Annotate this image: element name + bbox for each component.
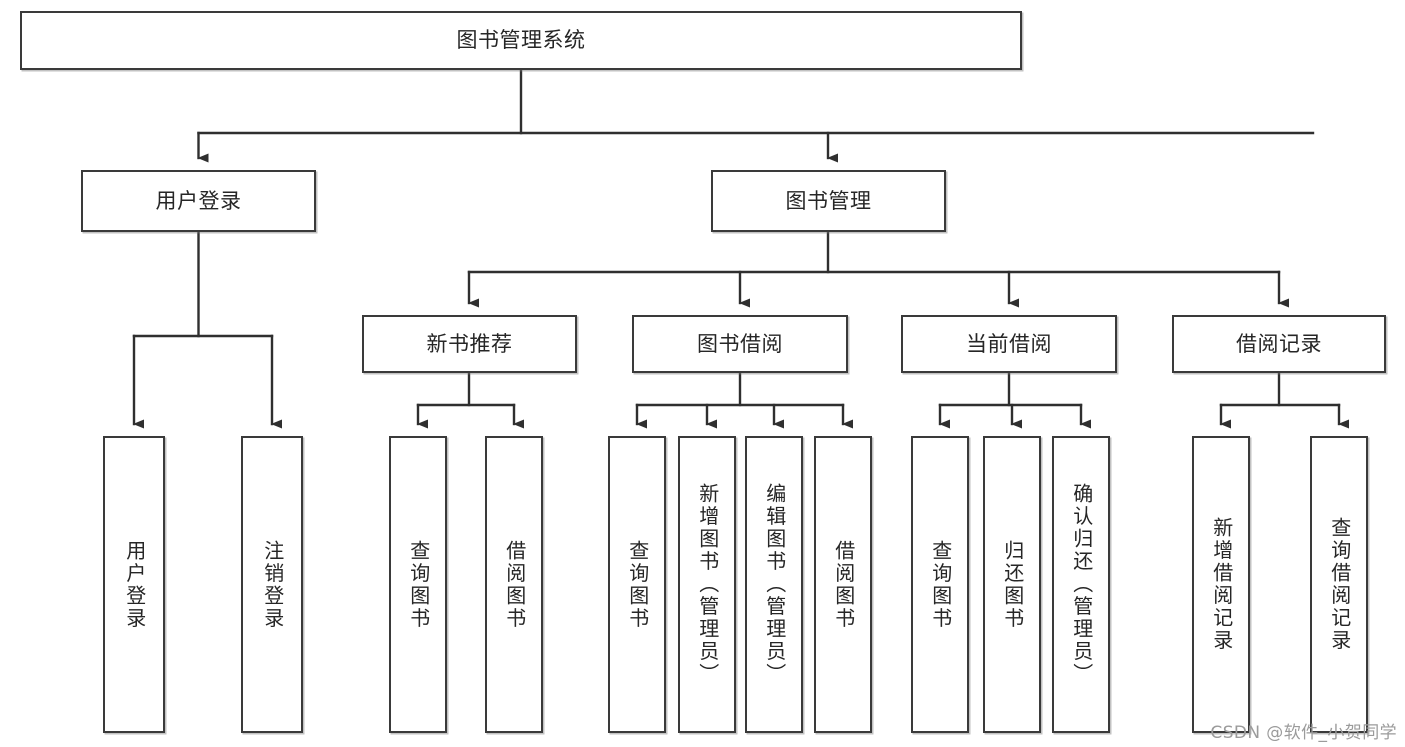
node-leaf-query-book-borrow-label: 查询图书 <box>625 539 650 630</box>
node-new-book-recommend[interactable]: 新书推荐 <box>362 315 577 373</box>
node-leaf-confirm-return[interactable]: 确认归还（管理员） <box>1052 436 1110 733</box>
node-leaf-user-login[interactable]: 用户登录 <box>103 436 165 733</box>
node-book-borrow[interactable]: 图书借阅 <box>632 315 848 373</box>
node-new-book-recommend-label: 新书推荐 <box>426 331 513 356</box>
node-leaf-query-book-recommend-label: 查询图书 <box>406 539 431 630</box>
node-user-login-label: 用户登录 <box>155 188 242 213</box>
node-leaf-query-borrow-record-label: 查询借阅记录 <box>1327 517 1352 652</box>
node-root-label: 图书管理系统 <box>456 28 586 53</box>
node-leaf-user-logout-label: 注销登录 <box>260 539 285 630</box>
node-leaf-user-login-label: 用户登录 <box>122 539 147 630</box>
node-leaf-query-book-recommend[interactable]: 查询图书 <box>389 436 447 733</box>
node-borrow-record-label: 借阅记录 <box>1236 331 1322 356</box>
node-borrow-record[interactable]: 借阅记录 <box>1172 315 1386 373</box>
node-leaf-borrow-book-label: 借阅图书 <box>831 539 856 630</box>
node-leaf-add-book[interactable]: 新增图书（管理员） <box>678 436 736 733</box>
node-book-manage[interactable]: 图书管理 <box>711 170 946 232</box>
node-leaf-add-borrow-record[interactable]: 新增借阅记录 <box>1192 436 1250 733</box>
node-leaf-borrow-book-recommend-label: 借阅图书 <box>502 539 527 630</box>
watermark-text: CSDN @软件_小贺同学 <box>1210 723 1397 743</box>
node-leaf-borrow-book[interactable]: 借阅图书 <box>814 436 872 733</box>
node-leaf-query-book-borrow[interactable]: 查询图书 <box>608 436 666 733</box>
node-leaf-return-book-label: 归还图书 <box>1000 539 1025 630</box>
node-leaf-return-book[interactable]: 归还图书 <box>983 436 1041 733</box>
node-current-borrow[interactable]: 当前借阅 <box>901 315 1117 373</box>
node-current-borrow-label: 当前借阅 <box>966 331 1052 356</box>
node-leaf-confirm-return-label: 确认归还（管理员） <box>1069 483 1094 686</box>
node-leaf-edit-book-label: 编辑图书（管理员） <box>762 483 787 686</box>
node-leaf-query-book-current-label: 查询图书 <box>928 539 953 630</box>
node-leaf-user-logout[interactable]: 注销登录 <box>241 436 303 733</box>
node-leaf-add-book-label: 新增图书（管理员） <box>695 483 720 686</box>
node-leaf-query-borrow-record[interactable]: 查询借阅记录 <box>1310 436 1368 733</box>
node-leaf-query-book-current[interactable]: 查询图书 <box>911 436 969 733</box>
node-book-manage-label: 图书管理 <box>785 188 872 213</box>
node-root[interactable]: 图书管理系统 <box>20 11 1022 70</box>
node-leaf-add-borrow-record-label: 新增借阅记录 <box>1209 517 1234 652</box>
node-book-borrow-label: 图书借阅 <box>697 331 783 356</box>
node-user-login[interactable]: 用户登录 <box>81 170 316 232</box>
node-leaf-edit-book[interactable]: 编辑图书（管理员） <box>745 436 803 733</box>
node-leaf-borrow-book-recommend[interactable]: 借阅图书 <box>485 436 543 733</box>
